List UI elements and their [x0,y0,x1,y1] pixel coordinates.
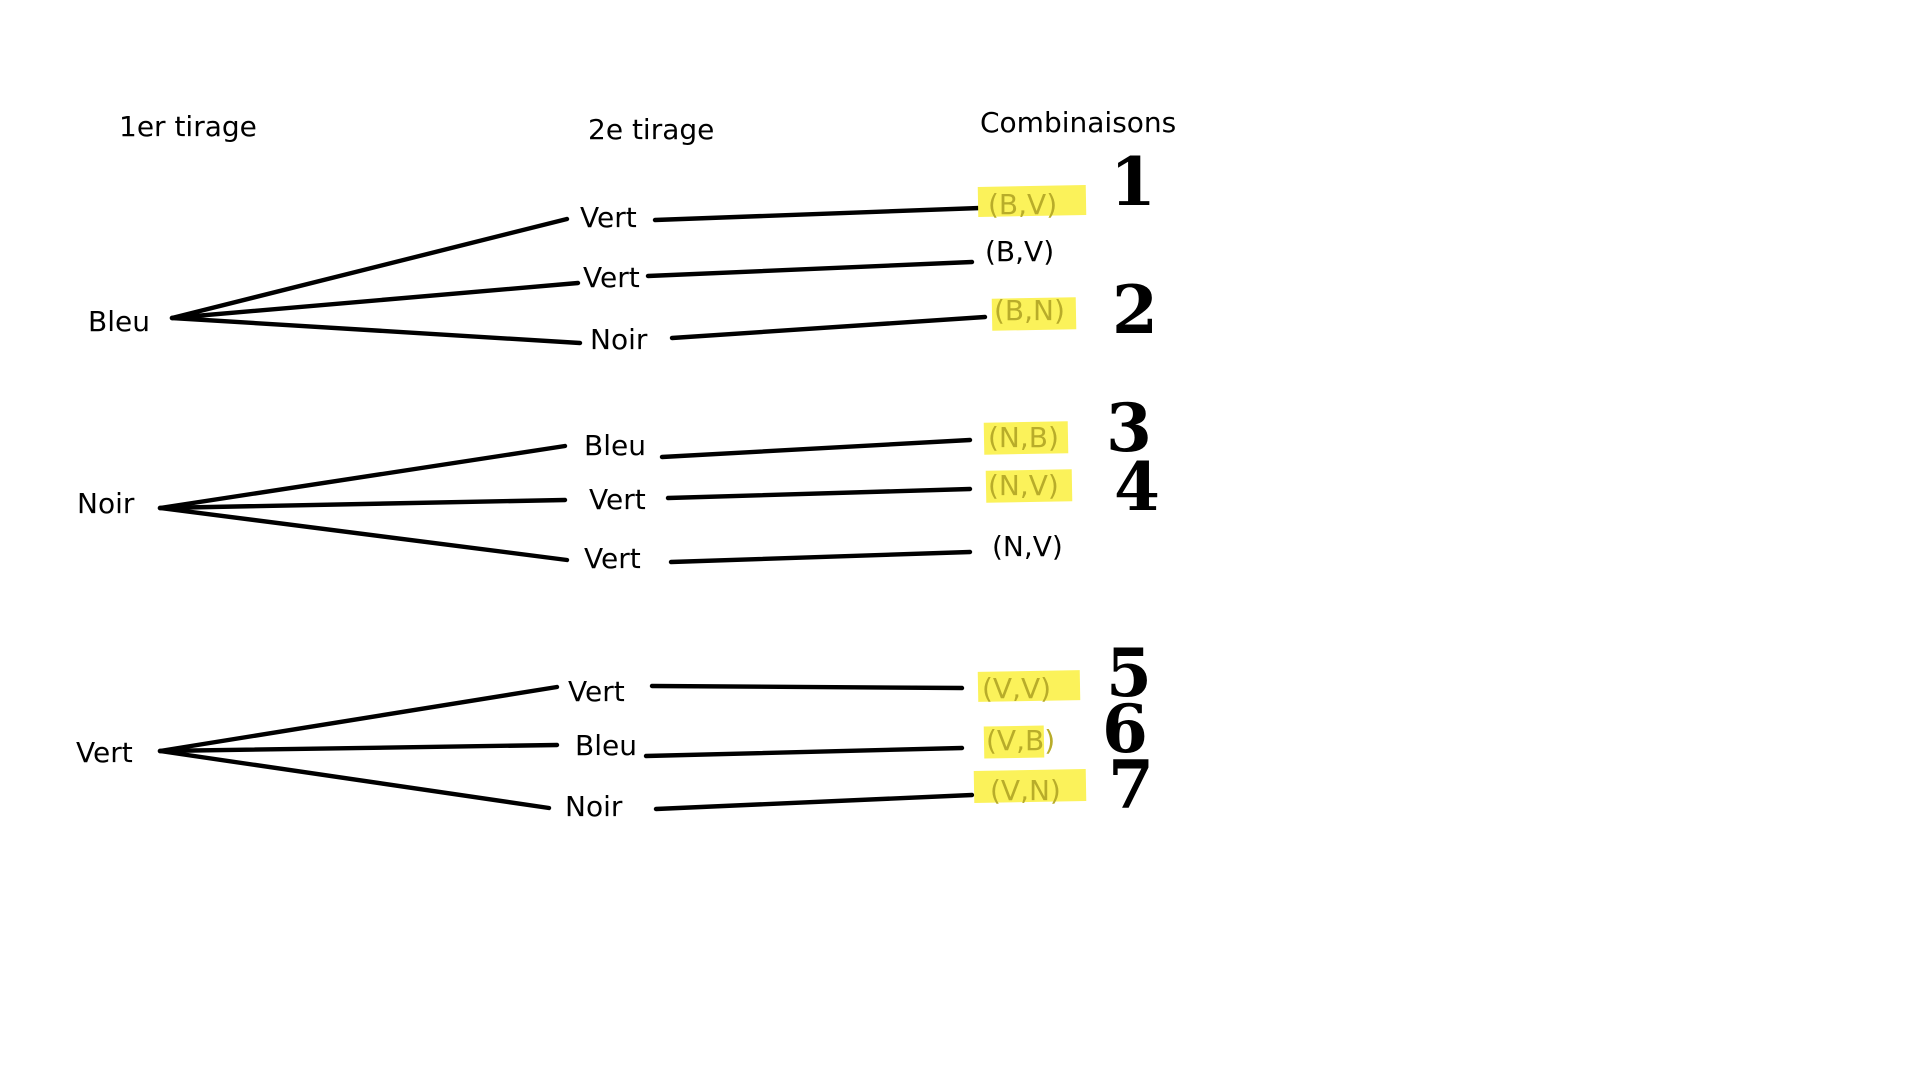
highlight-marks [973,185,1087,803]
combination-connector [643,745,965,759]
second-draw-node: Vert [589,483,646,516]
highlight-mark [983,421,1069,455]
second-draw-node: Bleu [575,729,637,762]
handwritten-count: 7 [1108,746,1154,824]
combination-label: (B,V) [988,188,1057,221]
branch-edge [157,742,560,754]
combination-label: (N,V) [988,469,1059,502]
branch-edge [157,443,568,511]
header-combinations: Combinaisons [980,106,1176,139]
combination-label: (N,V) [992,530,1063,563]
combination-connector [668,549,973,565]
handwritten-count: 4 [1114,448,1160,526]
branch-edge [157,748,552,811]
first-draw-node: Vert [76,736,133,769]
handwritten-count: 5 [1106,634,1152,712]
second-draw-node: Vert [568,675,625,708]
header-second-draw: 2e tirage [588,113,714,146]
highlight-mark [977,185,1087,217]
combination-label: (V,N) [990,774,1061,807]
branch-edge [157,505,570,563]
handwritten-count: 2 [1112,271,1158,349]
highlight-mark [973,769,1087,803]
branch-edge [157,684,560,754]
handwritten-count: 1 [1110,143,1156,221]
combination-connector [652,205,983,223]
second-draw-node: Noir [590,323,648,356]
highlight-mark [977,670,1081,702]
second-draw-node: Vert [584,542,641,575]
branch-edge [157,497,568,511]
combination-label: (N,B) [988,421,1059,454]
combination-connector [659,437,973,460]
combination-label: (V,B) [986,724,1055,757]
branch-edge [169,280,581,321]
combination-connector [645,259,975,279]
highlight-mark [983,725,1045,759]
second-draw-node: Bleu [584,429,646,462]
handwritten-count: 6 [1102,690,1148,768]
combination-label: (V,V) [982,672,1051,705]
highlight-mark [991,297,1077,331]
first-draw-node: Bleu [88,305,150,338]
handwritten-count: 3 [1106,389,1152,467]
combination-connector [665,486,973,501]
tree-labels: BleuVert(B,V)1Vert(B,V)Noir(B,N)2NoirBle… [76,143,1160,824]
branch-edge [169,216,570,321]
combination-label: (B,V) [985,235,1054,268]
tree-edges [157,205,988,812]
second-draw-node: Vert [580,201,637,234]
header-first-draw: 1er tirage [119,110,257,143]
second-draw-node: Noir [565,790,623,823]
highlight-mark [985,469,1073,503]
branch-edge [169,315,583,346]
combination-connector [653,792,975,812]
combination-label: (B,N) [994,294,1065,327]
combination-connector [649,683,965,691]
combination-connector [669,314,988,341]
first-draw-node: Noir [77,487,135,520]
second-draw-node: Vert [583,261,640,294]
